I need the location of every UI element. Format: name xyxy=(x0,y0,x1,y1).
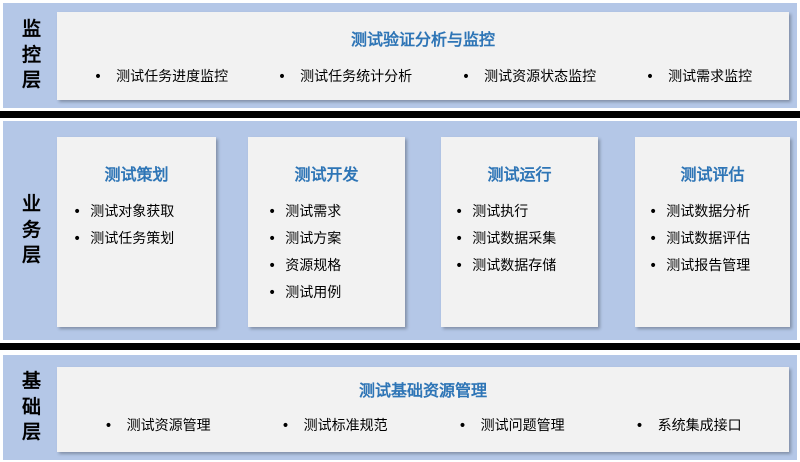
module-item-list: 测试需求 测试方案 资源规格 测试用例 xyxy=(268,199,341,307)
module-title: 测试评估 xyxy=(680,165,745,184)
business-layer-label: 业 务 层 xyxy=(21,193,41,267)
list-item: 测试任务进度监控 xyxy=(94,66,228,86)
monitor-layer-label: 监 控 层 xyxy=(21,18,41,92)
base-layer-band: 基 础 层 测试基础资源管理 测试资源管理 测试标准规范 测试问题管理 系统集成… xyxy=(3,355,797,460)
list-item: 测试任务统计分析 xyxy=(278,66,412,86)
module-title: 测试开发 xyxy=(294,165,359,184)
base-panel-title: 测试基础资源管理 xyxy=(358,381,487,400)
list-item: 测试需求 xyxy=(268,199,341,226)
module-panel-execution: 测试运行 测试执行 测试数据采集 测试数据存储 xyxy=(441,137,598,327)
monitor-panel-title: 测试验证分析与监控 xyxy=(350,30,495,49)
monitor-layer-band: 监 控 层 测试验证分析与监控 测试任务进度监控 测试任务统计分析 测试资源状态… xyxy=(3,3,797,108)
list-item: 测试数据存储 xyxy=(455,253,556,280)
monitor-item-row: 测试任务进度监控 测试任务统计分析 测试资源状态监控 测试需求监控 xyxy=(57,66,789,86)
module-title: 测试运行 xyxy=(487,165,552,184)
list-item: 系统集成接口 xyxy=(635,415,742,435)
divider-bottom xyxy=(0,343,800,350)
list-item: 测试数据采集 xyxy=(455,226,556,253)
list-item: 测试需求监控 xyxy=(646,66,752,86)
list-item: 测试资源管理 xyxy=(104,415,211,435)
business-layer-band: 业 务 层 测试策划 测试对象获取 测试任务策划 测试开发 测试需求 测试方案 … xyxy=(3,121,797,340)
list-item: 测试对象获取 xyxy=(73,199,174,226)
module-item-list: 测试数据分析 测试数据评估 测试报告管理 xyxy=(649,199,750,280)
list-item: 资源规格 xyxy=(268,253,341,280)
divider-top xyxy=(0,111,800,118)
base-item-row: 测试资源管理 测试标准规范 测试问题管理 系统集成接口 xyxy=(57,415,789,435)
module-title: 测试策划 xyxy=(104,165,169,184)
list-item: 测试执行 xyxy=(455,199,556,226)
list-item: 测试问题管理 xyxy=(458,415,565,435)
base-layer-label: 基 础 层 xyxy=(21,370,41,444)
list-item: 测试方案 xyxy=(268,226,341,253)
module-item-list: 测试对象获取 测试任务策划 xyxy=(73,199,174,253)
base-panel: 测试基础资源管理 测试资源管理 测试标准规范 测试问题管理 系统集成接口 xyxy=(57,367,789,452)
list-item: 测试任务策划 xyxy=(73,226,174,253)
module-panel-planning: 测试策划 测试对象获取 测试任务策划 xyxy=(57,137,216,327)
module-item-list: 测试执行 测试数据采集 测试数据存储 xyxy=(455,199,556,280)
module-panel-evaluation: 测试评估 测试数据分析 测试数据评估 测试报告管理 xyxy=(635,137,790,327)
module-panel-development: 测试开发 测试需求 测试方案 资源规格 测试用例 xyxy=(248,137,405,327)
list-item: 测试数据分析 xyxy=(649,199,750,226)
list-item: 测试资源状态监控 xyxy=(462,66,596,86)
list-item: 测试数据评估 xyxy=(649,226,750,253)
list-item: 测试报告管理 xyxy=(649,253,750,280)
list-item: 测试用例 xyxy=(268,280,341,307)
list-item: 测试标准规范 xyxy=(281,415,388,435)
monitor-panel: 测试验证分析与监控 测试任务进度监控 测试任务统计分析 测试资源状态监控 测试需… xyxy=(57,12,789,100)
